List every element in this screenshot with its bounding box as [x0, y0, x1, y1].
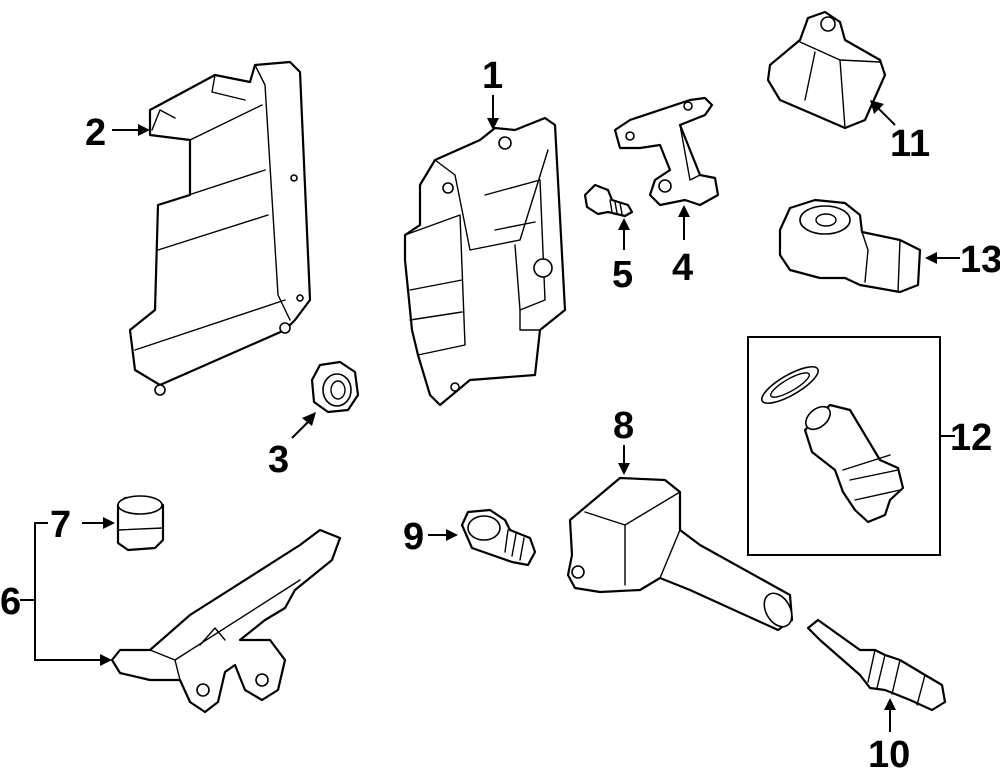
callout-11: 11	[890, 123, 930, 165]
part-8-ignition-coil	[566, 476, 794, 632]
o-ring	[761, 366, 819, 404]
leader-6	[20, 522, 112, 666]
callout-1: 1	[482, 55, 503, 97]
leader-2	[112, 124, 150, 136]
leader-5	[618, 218, 630, 250]
callout-2: 2	[85, 112, 106, 154]
leader-10	[884, 698, 896, 732]
leader-3	[291, 412, 316, 439]
callout-13: 13	[960, 239, 1000, 281]
leader-8	[618, 445, 630, 475]
leader-1	[487, 95, 499, 130]
leader-4	[678, 205, 690, 240]
callout-8: 8	[613, 405, 634, 447]
leader-7	[82, 517, 115, 529]
callout-5: 5	[612, 254, 633, 296]
leader-9	[428, 529, 458, 541]
part-10-temperature-sensor	[806, 618, 947, 712]
part-4-bracket	[613, 96, 720, 207]
leader-13	[925, 252, 960, 264]
part-6-mount-bracket	[110, 528, 342, 714]
part-3-nut	[310, 360, 360, 414]
leader-11	[870, 100, 896, 126]
callout-7: 7	[50, 504, 71, 546]
part-1-engine-control-module	[403, 116, 567, 407]
part-7-grommet	[116, 495, 165, 552]
position-sensor	[803, 403, 905, 524]
callout-10: 10	[868, 734, 910, 769]
callout-3: 3	[268, 439, 289, 481]
part-2-ecm-cover	[128, 60, 312, 396]
callout-12: 12	[950, 417, 992, 459]
part-12-sensor-kit	[747, 336, 941, 556]
part-5-bolt	[583, 183, 634, 218]
part-12-kit-box	[747, 336, 941, 556]
callout-4: 4	[672, 247, 693, 289]
part-9-bolt	[460, 508, 537, 567]
callout-6: 6	[0, 581, 21, 623]
part-11-sensor	[766, 10, 887, 130]
callout-9: 9	[403, 516, 424, 558]
part-13-knock-sensor	[778, 198, 922, 294]
